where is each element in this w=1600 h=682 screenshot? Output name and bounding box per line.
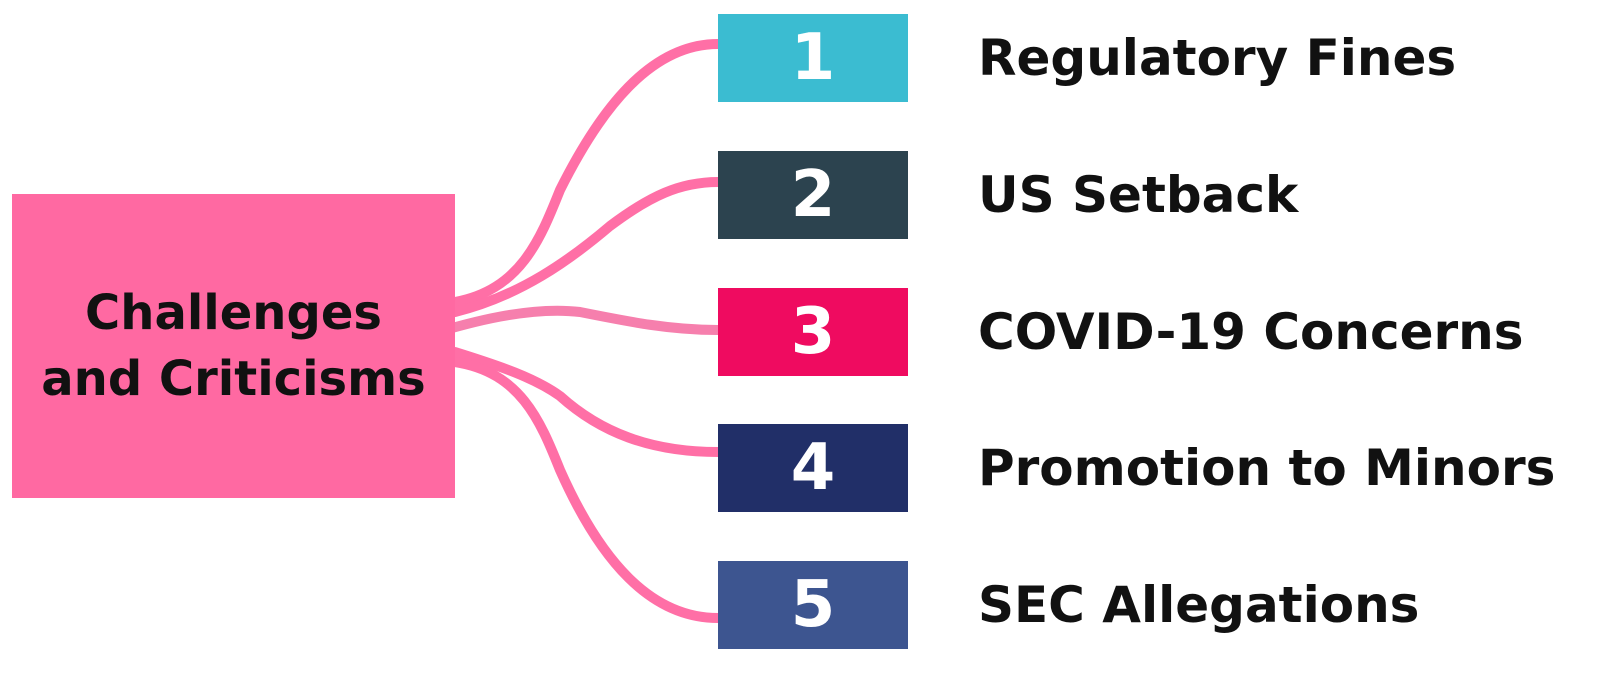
item-3-badge: 3 (718, 288, 908, 376)
item-1-label: Regulatory Fines (978, 29, 1457, 87)
central-topic-title: Challenges and Criticisms (24, 280, 444, 412)
connector-line-5 (450, 357, 723, 623)
item-4-badge: 4 (718, 424, 908, 512)
item-5-badge: 5 (718, 561, 908, 649)
central-topic-box: Challenges and Criticisms (12, 194, 455, 498)
item-5-label: SEC Allegations (978, 576, 1420, 634)
connector-line-2 (450, 177, 723, 317)
item-2-badge: 2 (718, 151, 908, 239)
item-3-number: 3 (790, 295, 836, 369)
central-title-line-2: and Criticisms (41, 351, 426, 407)
connector-line-3 (420, 305, 723, 341)
connector-line-1 (450, 39, 723, 307)
item-1-number: 1 (790, 21, 836, 95)
connector-line-4 (450, 347, 723, 457)
item-2-number: 2 (790, 158, 836, 232)
item-5-number: 5 (790, 568, 836, 642)
central-title-line-1: Challenges (85, 285, 382, 341)
item-4-label: Promotion to Minors (978, 439, 1556, 497)
item-3-label: COVID-19 Concerns (978, 303, 1524, 361)
item-4-number: 4 (790, 431, 836, 505)
item-1-badge: 1 (718, 14, 908, 102)
item-2-label: US Setback (978, 166, 1299, 224)
